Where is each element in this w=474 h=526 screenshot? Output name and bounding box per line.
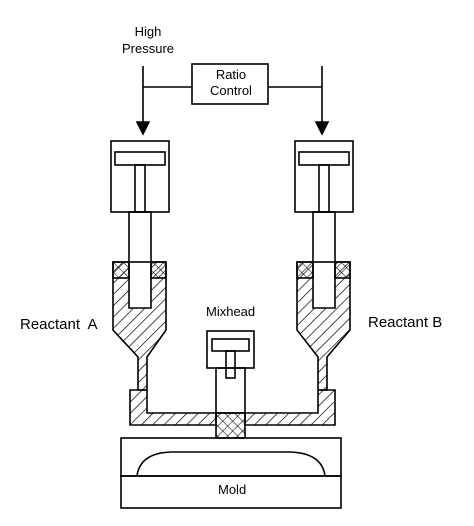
mold-label: Mold xyxy=(218,482,247,497)
cylinder-right xyxy=(294,140,354,263)
cylinder-left xyxy=(110,140,170,263)
reservoir-left xyxy=(112,261,167,391)
arrow-left xyxy=(135,121,151,136)
mixhead xyxy=(206,330,255,439)
reservoir-right xyxy=(296,261,351,391)
high-pressure-label: High Pressure xyxy=(121,24,175,56)
ratio-control-box xyxy=(191,63,269,105)
pressure-line xyxy=(142,66,323,124)
mixhead-label: Mixhead xyxy=(206,304,256,319)
arrow-right xyxy=(314,121,330,136)
reactant-a-label: Reactant A xyxy=(20,316,98,333)
mold xyxy=(120,437,342,509)
ratio-control-label: Ratio Control xyxy=(210,67,252,98)
reactant-b-label: Reactant B xyxy=(368,314,443,331)
